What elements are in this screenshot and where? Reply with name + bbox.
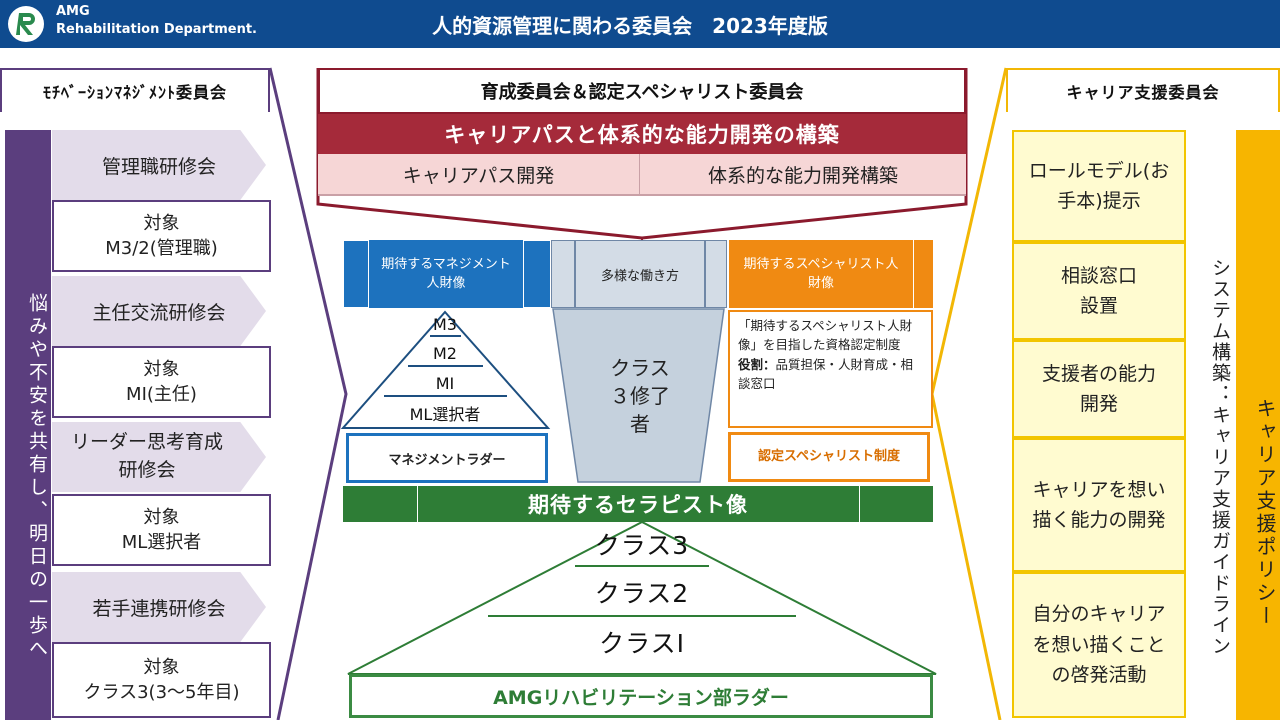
class-2-level: クラス2 — [594, 579, 690, 608]
page-title: 人的資源管理に関わる委員会 2023年度版 — [432, 13, 828, 38]
center-top-chevron — [316, 196, 968, 240]
career-path-banner: キャリアパスと体系的な能力開発の構築 — [318, 114, 966, 154]
training-chief: 主任交流研修会 — [52, 276, 266, 346]
training-committee-title: 育成委員会＆認定スペシャリスト委員会 — [318, 68, 966, 114]
bar-divider — [859, 486, 860, 522]
systematic-dev: 体系的な能力開発構築 — [640, 154, 966, 196]
target-box-young: 対象 クラス3(3～5年目) — [52, 642, 271, 718]
specialist-description: 「期待するスペシャリスト人財像」を目指した資格認定制度 役割：品質担保・人財育成… — [728, 310, 933, 428]
management-pyramid — [340, 310, 551, 429]
target-box-manager: 対象 M3/2(管理職) — [52, 200, 271, 272]
enlightenment-box: 自分のキャリアを想い描くことの啓発活動 — [1012, 572, 1186, 718]
expected-therapist-bar: 期待するセラピスト像 — [343, 486, 933, 522]
diverse-tile-edge-right — [705, 240, 727, 308]
motivation-committee-title: ﾓﾁﾍﾞｰｼｮﾝﾏﾈｼﾞﾒﾝﾄ委員会 — [0, 68, 270, 112]
target-label: 対象 — [143, 506, 180, 528]
career-policy-column: キャリア支援ポリシー — [1236, 130, 1280, 720]
career-vision-box: キャリアを想い描く能力の開発 — [1012, 438, 1186, 572]
target-value: MⅠ(主任) — [126, 384, 197, 405]
spec-desc-text: 「期待するスペシャリスト人財像」を目指した資格認定制度 — [738, 318, 913, 353]
amg-logo-icon — [8, 6, 44, 42]
funnel-shape — [552, 308, 725, 483]
level-ml: ML選択者 — [409, 405, 481, 424]
target-box-leader: 対象 ML選択者 — [52, 494, 271, 566]
class-3-level: クラス3 — [594, 531, 690, 560]
target-value: ML選択者 — [121, 532, 202, 553]
org-name-line2: Rehabilitation Department. — [56, 22, 257, 37]
role-model-box: ロールモデル(お手本)提示 — [1012, 130, 1186, 242]
supporter-dev-box: 支援者の能力開発 — [1012, 340, 1186, 438]
left-vertical-bar: 悩みや不安を共有し、明日の一歩へ — [5, 130, 51, 720]
training-manager: 管理職研修会 — [52, 130, 266, 200]
mgmt-tile-edge-left — [343, 240, 369, 308]
target-label: 対象 — [143, 656, 180, 678]
spec-talent-tile: 期待するスペシャリスト人財像 — [729, 240, 913, 308]
amg-rehab-ladder: AMGリハビリテーション部ラダー — [349, 674, 933, 718]
training-young: 若手連携研修会 — [52, 572, 266, 642]
bar-divider — [417, 486, 418, 522]
level-m1: MⅠ — [435, 373, 455, 393]
system-guideline-text: システム構築：キャリア支援ガイドライン — [1209, 257, 1231, 657]
header-bar — [0, 0, 1280, 48]
diverse-work-tile: 多様な働き方 — [575, 240, 705, 308]
consultation-box: 相談窓口設置 — [1012, 242, 1186, 340]
class3-completed: クラス３修了者 — [610, 356, 670, 436]
target-value: M3/2(管理職) — [105, 238, 218, 259]
org-name-line1: AMG — [56, 4, 90, 19]
specialist-system: 認定スペシャリスト制度 — [728, 432, 930, 482]
class-1-level: クラスⅠ — [599, 629, 685, 658]
left-vertical-text: 悩みや不安を共有し、明日の一歩へ — [26, 293, 48, 661]
target-value: クラス3(3～5年目) — [83, 682, 240, 703]
level-m2: M2 — [433, 343, 457, 363]
left-chevron-outline — [268, 67, 348, 720]
spec-tile-edge — [913, 240, 933, 308]
mgmt-talent-tile: 期待するマネジメント人財像 — [369, 240, 523, 308]
target-label: 対象 — [143, 358, 180, 380]
career-policy-text: キャリア支援ポリシー — [1253, 398, 1277, 628]
diverse-tile-edge-left — [551, 240, 575, 308]
mgmt-tile-edge-right — [523, 240, 551, 308]
spec-role-text: 品質担保・人財育成・相談窓口 — [738, 356, 914, 392]
management-ladder: マネジメントラダー — [346, 433, 548, 483]
training-leader: リーダー思考育成研修会 — [52, 422, 266, 492]
career-support-committee-title: キャリア支援委員会 — [1006, 68, 1280, 112]
target-box-chief: 対象 MⅠ(主任) — [52, 346, 271, 418]
target-label: 対象 — [143, 212, 180, 234]
system-guideline-column: システム構築：キャリア支援ガイドライン — [1188, 130, 1234, 720]
spec-role-label: 役割： — [738, 356, 776, 372]
career-path-dev: キャリアパス開発 — [318, 154, 640, 196]
level-m3: M3 — [433, 314, 457, 334]
